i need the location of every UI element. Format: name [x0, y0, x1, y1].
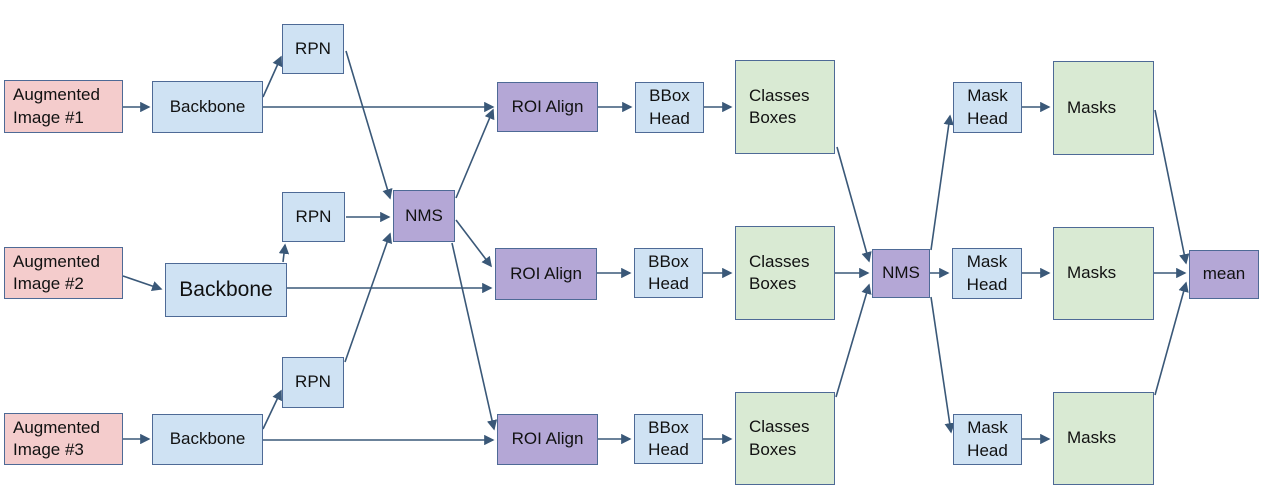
edge-nms1-roi3 [451, 242, 498, 431]
node-roi-align-2: ROI Align [495, 248, 597, 300]
node-augmented-image-3: Augmented Image #3 [4, 413, 123, 465]
node-augmented-image-2: Augmented Image #2 [4, 247, 123, 299]
node-bbox-head-1: BBox Head [635, 82, 704, 133]
node-mask-head-3: Mask Head [953, 414, 1022, 465]
node-classes-boxes-3: Classes Boxes [735, 392, 835, 485]
edge-nms2-maskhead1 [930, 114, 954, 251]
edge-backbone1-rpn1 [262, 55, 283, 98]
node-masks-3: Masks [1053, 392, 1154, 485]
edge-backbone2-rpn2 [278, 243, 290, 263]
node-augmented-image-1: Augmented Image #1 [4, 80, 123, 133]
edge-rpn3-nms1 [344, 232, 392, 363]
node-mask-head-1: Mask Head [953, 82, 1022, 133]
edge-nms1-roi2 [455, 219, 492, 268]
node-roi-align-3: ROI Align [497, 414, 598, 465]
node-classes-boxes-1: Classes Boxes [735, 60, 835, 154]
edge-nms2-maskhead3 [930, 296, 955, 434]
node-bbox-head-3: BBox Head [634, 414, 703, 464]
edge-nms1-roi1 [455, 108, 495, 199]
node-rpn-2: RPN [282, 192, 345, 242]
edge-classes1-nms2 [836, 146, 872, 263]
node-nms-2: NMS [872, 249, 930, 298]
node-masks-1: Masks [1053, 61, 1154, 155]
edge-aug2-backbone2 [122, 275, 163, 292]
node-mean: mean [1189, 250, 1259, 299]
node-masks-2: Masks [1053, 227, 1154, 320]
node-backbone-2: Backbone [165, 263, 287, 317]
edge-rpn1-nms1 [345, 50, 393, 200]
node-roi-align-1: ROI Align [497, 82, 598, 132]
edge-masks1-mean [1154, 109, 1190, 265]
node-mask-head-2: Mask Head [952, 248, 1022, 299]
node-backbone-3: Backbone [152, 414, 263, 465]
node-nms-1: NMS [393, 190, 455, 242]
edge-classes3-nms2 [835, 283, 872, 398]
node-backbone-1: Backbone [152, 81, 263, 133]
node-rpn-3: RPN [282, 357, 344, 408]
node-bbox-head-2: BBox Head [634, 248, 703, 298]
edge-backbone3-rpn3 [262, 389, 282, 430]
node-rpn-1: RPN [282, 24, 344, 74]
edge-masks3-mean [1154, 281, 1189, 396]
node-classes-boxes-2: Classes Boxes [735, 226, 835, 320]
